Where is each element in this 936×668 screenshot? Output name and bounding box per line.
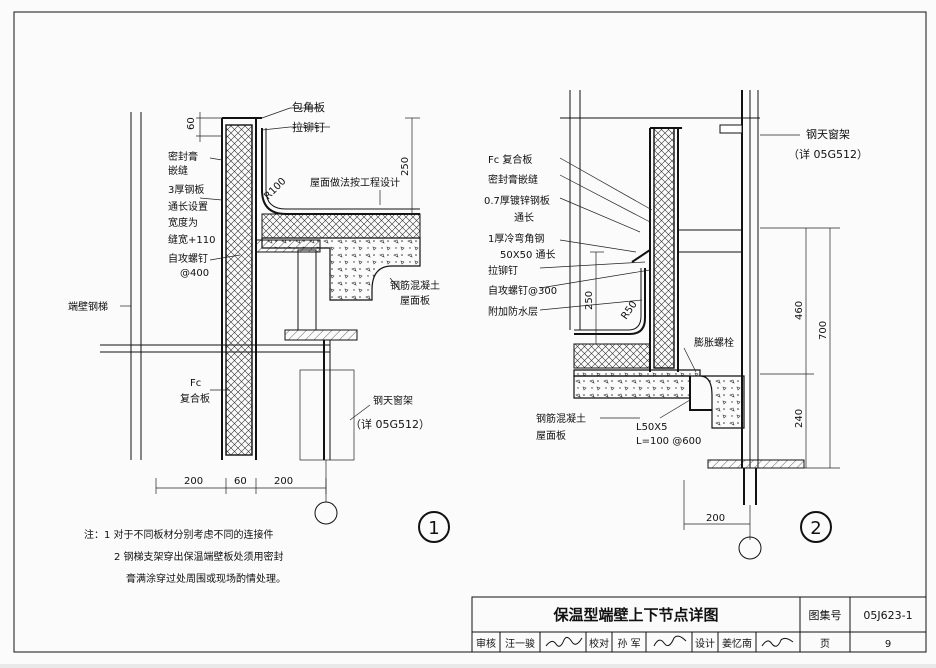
concrete-slab-left bbox=[261, 237, 421, 301]
left-detail: 包角板 拉铆钉 60 密封膏 嵌缝 3厚钢板 通长设置 宽度为 缝宽+110 自… bbox=[68, 100, 450, 543]
fc-panel-left bbox=[225, 124, 253, 456]
label-concrete-1-right: 钢筋混凝土 bbox=[536, 412, 586, 425]
label-sealant-2: 嵌缝 bbox=[168, 164, 188, 177]
atlas-label: 图集号 bbox=[809, 608, 842, 622]
label-roof-design: 屋面做法按工程设计 bbox=[310, 176, 400, 189]
label-screw-left: 自攻螺钉 bbox=[168, 252, 208, 265]
label-dim-240: 240 bbox=[794, 409, 805, 428]
label-steel-plate-3: 宽度为 bbox=[168, 216, 198, 229]
label-steel-plate-4: 缝宽+110 bbox=[168, 233, 215, 246]
checker-signature bbox=[653, 635, 687, 647]
label-skylight-2-left: （详 05G512） bbox=[350, 417, 430, 431]
detail-2-number: 2 bbox=[810, 518, 821, 539]
label-fc-panel-right: Fc 复合板 bbox=[488, 153, 532, 166]
note-line-2: 2 钢梯支架穿出保温端壁板处须用密封 bbox=[114, 550, 284, 563]
label-fc-1-left: Fc bbox=[190, 378, 201, 389]
right-detail: Fc 复合板 密封膏嵌缝 0.7厚镀锌钢板 通长 1厚冷弯角钢 50X50 通长… bbox=[484, 90, 868, 560]
label-skylight-1-left: 钢天窗架 bbox=[373, 394, 413, 407]
fc-panel-right bbox=[653, 127, 675, 369]
label-dim-460: 460 bbox=[794, 301, 805, 320]
label-dim-60-top: 60 bbox=[186, 117, 197, 130]
detail-1-marker bbox=[418, 511, 450, 543]
label-screw-right: 自攻螺钉@300 bbox=[488, 284, 557, 297]
label-dim-200a: 200 bbox=[184, 476, 203, 487]
label-steel-plate-2: 通长设置 bbox=[168, 201, 208, 213]
label-galv-plate-2: 通长 bbox=[514, 212, 534, 224]
label-skylight-2-right: （详 05G512） bbox=[788, 147, 868, 161]
label-angle-2: L=100 @600 bbox=[636, 436, 701, 447]
label-sealant-right: 密封膏嵌缝 bbox=[488, 173, 538, 186]
label-skylight-1-right: 钢天窗架 bbox=[806, 127, 850, 141]
left-leaders bbox=[120, 107, 401, 421]
label-screw-spacing: @400 bbox=[180, 268, 209, 279]
label-dim-700: 700 bbox=[818, 321, 829, 340]
right-leaders bbox=[539, 134, 800, 419]
label-dim-200b: 200 bbox=[274, 476, 293, 487]
label-rivet-left: 拉铆钉 bbox=[292, 120, 325, 134]
designer-name: 姜忆南 bbox=[722, 637, 752, 650]
label-concrete-1-left: 钢筋混凝土 bbox=[390, 279, 440, 292]
label-dim-200-right: 200 bbox=[706, 513, 725, 524]
label-cold-angle-1: 1厚冷弯角钢 bbox=[488, 232, 544, 245]
atlas-number: 05J623-1 bbox=[863, 609, 912, 622]
design-label: 设计 bbox=[695, 637, 715, 650]
check-label: 校对 bbox=[589, 637, 609, 650]
detail-2-marker bbox=[800, 511, 832, 543]
note-line-1: 注：1 对于不同板材分别考虑不同的连接件 bbox=[84, 528, 274, 541]
review-label: 审核 bbox=[476, 637, 496, 650]
label-waterproof: 附加防水层 bbox=[488, 305, 538, 318]
designer-signature bbox=[761, 637, 794, 647]
notes: 注：1 对于不同板材分别考虑不同的连接件 2 钢梯支架穿出保温端壁板处须用密封 … bbox=[84, 528, 286, 585]
label-fc-2-left: 复合板 bbox=[180, 392, 210, 405]
sheet-border bbox=[13, 11, 927, 653]
label-sealant-1: 密封膏 bbox=[168, 150, 198, 163]
reviewer-signature bbox=[545, 636, 583, 647]
detail-1-number: 1 bbox=[428, 518, 439, 539]
label-corner-plate: 包角板 bbox=[292, 100, 325, 114]
checker-name: 孙 军 bbox=[617, 637, 640, 650]
label-expansion-bolt: 膨胀螺栓 bbox=[694, 336, 734, 349]
label-dim-60b: 60 bbox=[234, 476, 247, 487]
label-radius-r50: R50 bbox=[619, 299, 639, 321]
label-angle-1: L50X5 bbox=[636, 422, 668, 433]
reviewer-name: 汪一骏 bbox=[505, 637, 535, 650]
drawing-title: 保温型端壁上下节点详图 bbox=[552, 606, 718, 624]
label-dim-250-left: 250 bbox=[400, 157, 411, 176]
label-rivet-right: 拉铆钉 bbox=[488, 264, 518, 277]
label-steel-plate-1: 3厚钢板 bbox=[168, 183, 204, 196]
label-end-wall-ladder: 端壁钢梯 bbox=[68, 300, 108, 313]
title-block: 保温型端壁上下节点详图 图集号 05J623-1 审核 汪一骏 校对 孙 军 设… bbox=[471, 596, 927, 653]
label-concrete-2-left: 屋面板 bbox=[400, 294, 430, 307]
note-line-3: 膏满涂穿过处周围或现场酌情处理。 bbox=[126, 572, 286, 585]
label-dim-250-right: 250 bbox=[584, 291, 595, 310]
label-cold-angle-2: 50X50 通长 bbox=[500, 249, 555, 261]
label-concrete-2-right: 屋面板 bbox=[536, 429, 566, 442]
page-label: 页 bbox=[820, 638, 830, 650]
label-galv-plate-1: 0.7厚镀锌钢板 bbox=[484, 194, 550, 207]
page-number: 9 bbox=[885, 639, 891, 650]
concrete-slab-right bbox=[573, 375, 691, 399]
